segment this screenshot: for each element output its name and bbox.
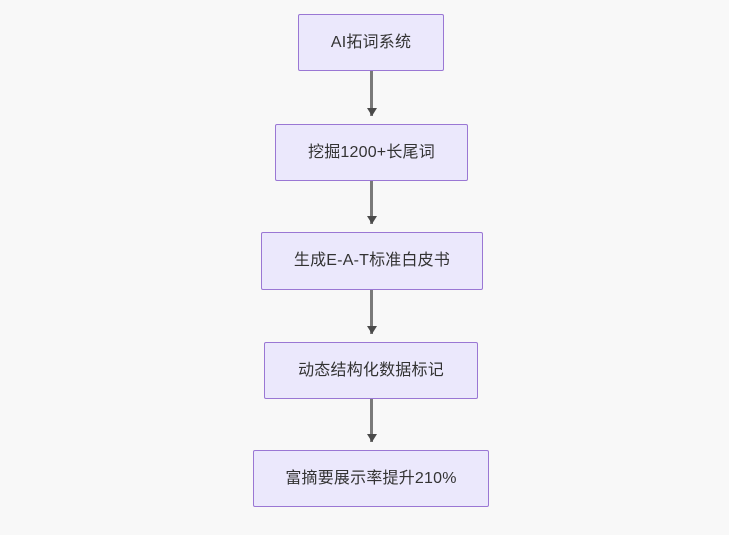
connector-arrowhead [366,326,377,334]
flowchart-node[interactable]: AI拓词系统 [298,14,444,71]
connector-line [370,181,373,224]
flowchart-node[interactable]: 生成E-A-T标准白皮书 [261,232,483,290]
connector-line [370,290,373,334]
flowchart-node-label: 生成E-A-T标准白皮书 [293,252,451,270]
connector-arrowhead [366,108,377,116]
flowchart-node-label: 富摘要展示率提升210% [285,469,457,487]
flowchart-node[interactable]: 动态结构化数据标记 [264,342,478,399]
flowchart-node[interactable]: 挖掘1200+长尾词 [275,124,468,181]
flowchart-node[interactable]: 富摘要展示率提升210% [253,450,489,507]
connector-arrowhead [366,434,377,442]
connector-arrowhead [366,216,377,224]
connector-line [370,71,373,116]
flowchart-node-label: AI拓词系统 [330,33,412,51]
connector-line [370,399,373,442]
flowchart-node-label: 挖掘1200+长尾词 [308,143,435,161]
flowchart-node-label: 动态结构化数据标记 [298,361,444,379]
